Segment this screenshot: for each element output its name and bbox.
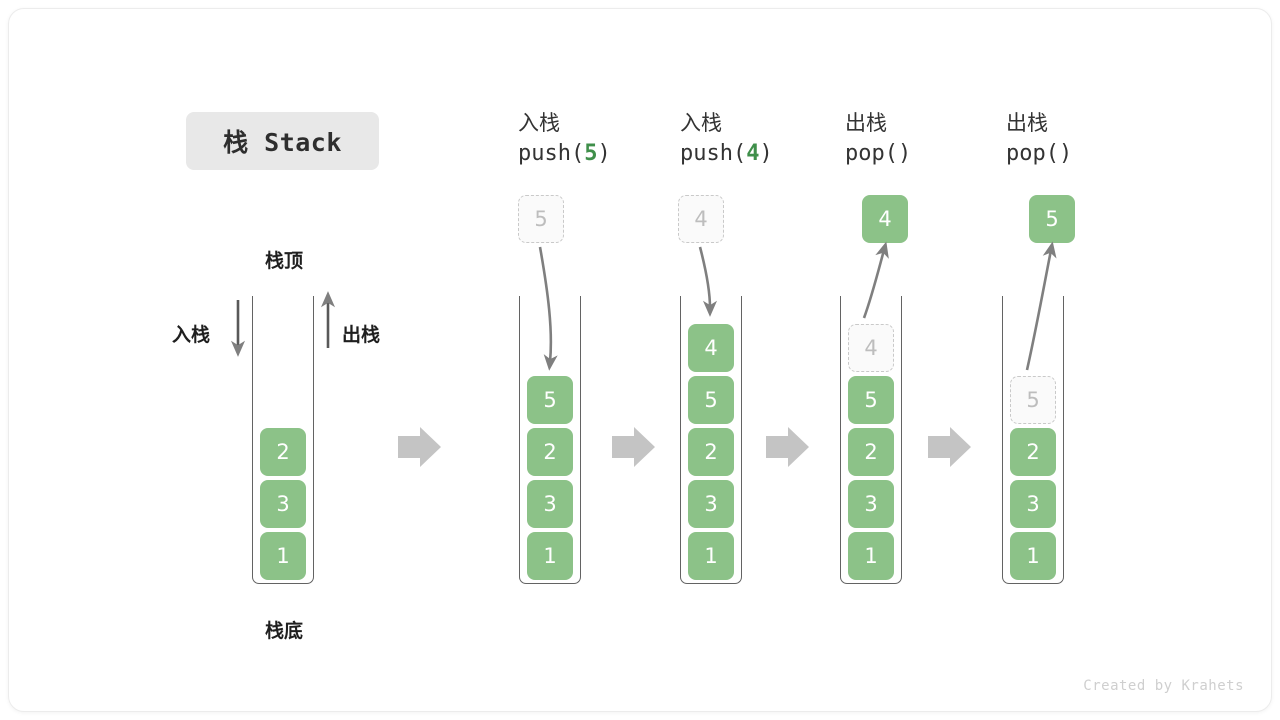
stack-element: 2 <box>848 428 894 476</box>
stack-column-initial: 2 3 1 <box>252 296 314 584</box>
stack-slots: 4 5 2 3 1 <box>680 324 742 580</box>
stack-element: 3 <box>1010 480 1056 528</box>
stage-header-cn: 入栈 <box>680 111 722 135</box>
stage-header-op: push(4) <box>680 138 860 170</box>
incoming-element-4: 4 <box>678 195 724 243</box>
stack-slots: 2 3 1 <box>252 428 314 580</box>
stack-column-pop-5: 5 2 3 1 <box>1002 296 1064 584</box>
stack-element: 2 <box>688 428 734 476</box>
stack-column-pop-4: 4 5 2 3 1 <box>840 296 902 584</box>
stack-element: 5 <box>848 376 894 424</box>
stack-slots: 4 5 2 3 1 <box>840 324 902 580</box>
stack-container <box>680 296 742 584</box>
stack-element: 5 <box>527 376 573 424</box>
op-prefix: push( <box>680 141 747 166</box>
op-suffix: ) <box>597 141 611 166</box>
stack-element: 5 <box>688 376 734 424</box>
stack-container <box>840 296 902 584</box>
stage-header-cn: 出栈 <box>845 111 887 135</box>
stage-header-pop-4: 出栈 pop() <box>845 108 1025 170</box>
stack-element: 3 <box>688 480 734 528</box>
stage-header-cn: 出栈 <box>1006 111 1048 135</box>
page-title: 栈 Stack <box>186 112 379 170</box>
stack-column-push-4: 4 5 2 3 1 <box>680 296 742 584</box>
stack-element: 1 <box>688 532 734 580</box>
op-prefix: pop( <box>1006 141 1059 166</box>
stack-element: 2 <box>1010 428 1056 476</box>
stack-container <box>519 296 581 584</box>
op-value: 5 <box>584 141 598 166</box>
popped-element-4: 4 <box>862 195 908 243</box>
push-side-label: 入栈 <box>172 324 211 346</box>
stack-element: 3 <box>260 480 306 528</box>
stack-container <box>252 296 314 584</box>
op-value: 4 <box>746 141 760 166</box>
stack-element: 2 <box>260 428 306 476</box>
credit-text: Created by Krahets <box>1083 678 1244 694</box>
op-suffix: ) <box>759 141 773 166</box>
stack-element: 1 <box>1010 532 1056 580</box>
vacated-slot: 5 <box>1010 376 1056 424</box>
stage-header-push-4: 入栈 push(4) <box>680 108 860 170</box>
stack-slots: 5 2 3 1 <box>1002 376 1064 580</box>
stack-element: 1 <box>260 532 306 580</box>
stack-element: 3 <box>848 480 894 528</box>
stage-header-push-5: 入栈 push(5) <box>518 108 698 170</box>
op-suffix: ) <box>1058 141 1073 166</box>
stack-column-push-5: 5 2 3 1 <box>519 296 581 584</box>
popped-element-5: 5 <box>1029 195 1075 243</box>
stack-element: 3 <box>527 480 573 528</box>
stage-header-op: push(5) <box>518 138 698 170</box>
op-suffix: ) <box>897 141 912 166</box>
stack-slots: 5 2 3 1 <box>519 376 581 580</box>
incoming-element-5: 5 <box>518 195 564 243</box>
stage-header-op: pop() <box>845 138 1025 170</box>
stack-bottom-label: 栈底 <box>264 620 303 642</box>
stack-element: 2 <box>527 428 573 476</box>
vacated-slot: 4 <box>848 324 894 372</box>
op-prefix: push( <box>518 141 585 166</box>
pop-side-label: 出栈 <box>342 324 381 346</box>
op-prefix: pop( <box>845 141 898 166</box>
stack-top-label: 栈顶 <box>264 250 303 272</box>
stage-header-op: pop() <box>1006 138 1186 170</box>
stack-element: 1 <box>848 532 894 580</box>
stack-element: 1 <box>527 532 573 580</box>
stage-header-pop-5: 出栈 pop() <box>1006 108 1186 170</box>
stack-container <box>1002 296 1064 584</box>
stack-element: 4 <box>688 324 734 372</box>
stage-header-cn: 入栈 <box>518 111 560 135</box>
